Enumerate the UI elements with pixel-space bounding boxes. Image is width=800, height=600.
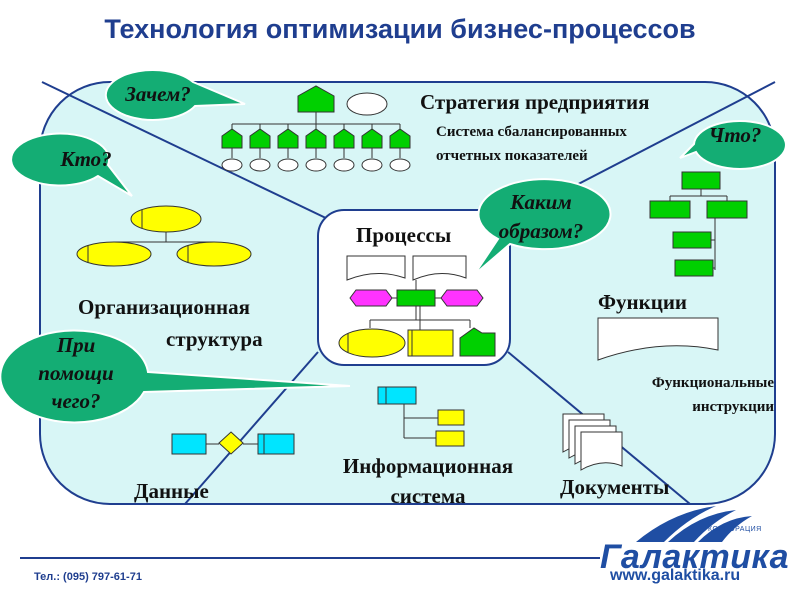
brand-url[interactable]: www.galaktika.ru [610, 567, 741, 584]
brand-corp-label: КОРПОРАЦИЯ [708, 526, 762, 533]
bubble-how-line2: образом? [499, 219, 583, 243]
bubble-why [104, 69, 246, 121]
data-label: Данные [134, 479, 209, 503]
brand-logo-mark [636, 506, 752, 542]
bubble-with-what [0, 329, 351, 424]
slide-title: Технология оптимизации бизнес-процессов [104, 14, 696, 44]
strategy-hierarchy [221, 85, 411, 172]
infosys-diagram [377, 386, 465, 447]
bubble-how-line1: Каким [509, 190, 571, 214]
processes-box [317, 209, 511, 366]
functions-label: Функции [598, 290, 687, 314]
instructions-label-line1: Функциональные [652, 375, 774, 391]
infosys-label-line2: система [390, 484, 466, 508]
documents-label: Документы [560, 475, 669, 499]
processes-label: Процессы [356, 223, 451, 247]
scorecard-label-line2: отчетных показателей [436, 148, 588, 164]
bubble-who [10, 132, 133, 197]
documents-stack [562, 413, 623, 471]
data-diagram [171, 431, 295, 455]
bubble-what [679, 119, 787, 170]
footer-phone: Тел.: (095) 797-61-71 [34, 571, 142, 583]
bubble-what-text: Что? [709, 123, 762, 147]
bubble-why-text: Зачем? [124, 82, 191, 106]
scorecard-label-line1: Система сбалансированных [436, 124, 627, 140]
brand-name: Галактика [600, 538, 790, 576]
bubble-with-line3: чего? [51, 389, 100, 413]
bubble-how [473, 178, 612, 276]
org-structure-shapes [76, 205, 252, 267]
instruction-document [597, 317, 719, 361]
question-bubbles [0, 69, 787, 424]
processes-diagram [338, 255, 496, 358]
instructions-label-line2: инструкции [692, 399, 774, 415]
org-label-line1: Организационная [78, 295, 250, 319]
functions-tree [649, 171, 748, 277]
org-label-line2: структура [166, 327, 263, 351]
infosys-label-line1: Информационная [343, 454, 513, 478]
bubble-with-line1: При [56, 333, 96, 357]
strategy-label: Стратегия предприятия [420, 90, 649, 114]
bubble-with-line2: помощи [38, 361, 113, 385]
bubble-who-text: Кто? [59, 147, 111, 171]
